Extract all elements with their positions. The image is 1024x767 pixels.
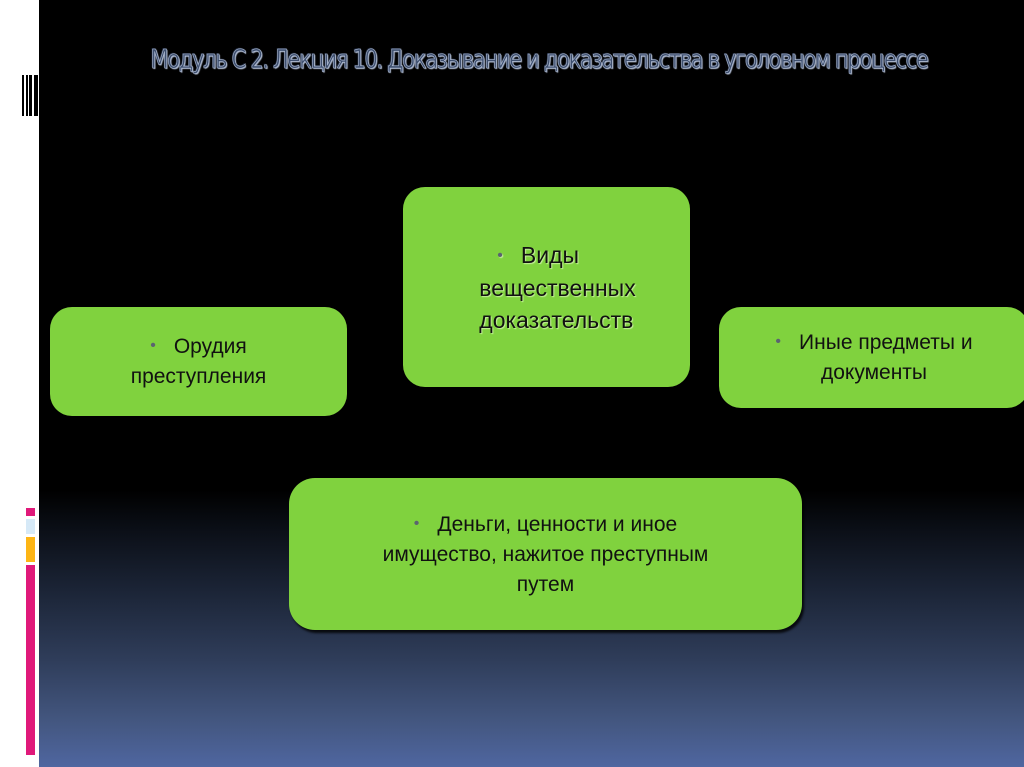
accent-bar-orange (26, 537, 35, 562)
right-box-line2: документы (820, 361, 928, 384)
accent-bar-pink-small (26, 508, 35, 516)
bottom-box-line1: Деньги, ценности и иное (437, 512, 678, 536)
center-box-line1: Виды (520, 241, 580, 268)
center-box-types-of-evidence: • Виды вещественных доказательств (403, 187, 690, 387)
bottom-box-money-property: • Деньги, ценности и иное имущество, нажи… (289, 478, 802, 630)
left-box-line1: Орудия (173, 335, 247, 358)
bottom-box-text: • Деньги, ценности и иное имущество, нажи… (383, 509, 709, 600)
left-box-text: • Орудия преступления (131, 331, 267, 392)
barcode-decoration (22, 75, 38, 116)
left-box-instruments: • Орудия преступления (50, 307, 347, 416)
bullet-icon: • (413, 514, 420, 532)
right-box-other-items: • Иные предметы и документы (719, 307, 1024, 408)
center-box-line2: вещественных (479, 274, 636, 301)
right-box-text: • Иные предметы и документы (775, 327, 972, 388)
accent-bar-pink-long (26, 565, 35, 755)
center-box-line3: доказательств (479, 306, 634, 333)
bullet-icon: • (497, 246, 503, 264)
bottom-box-line3: путем (516, 572, 575, 596)
left-box-line2: преступления (130, 365, 267, 388)
right-box-line1: Иные предметы и (799, 331, 973, 354)
bullet-icon: • (775, 333, 782, 350)
slide: Модуль С 2. Лекция 10. Доказывание и док… (39, 0, 1024, 767)
center-box-text: • Виды вещественных доказательств (457, 239, 635, 336)
bullet-icon: • (150, 337, 156, 354)
slide-title: Модуль С 2. Лекция 10. Доказывание и док… (150, 45, 929, 76)
accent-bar-light-blue (26, 519, 35, 534)
left-decoration-strip (0, 0, 39, 767)
bottom-box-line2: имущество, нажитое преступным (382, 542, 709, 566)
